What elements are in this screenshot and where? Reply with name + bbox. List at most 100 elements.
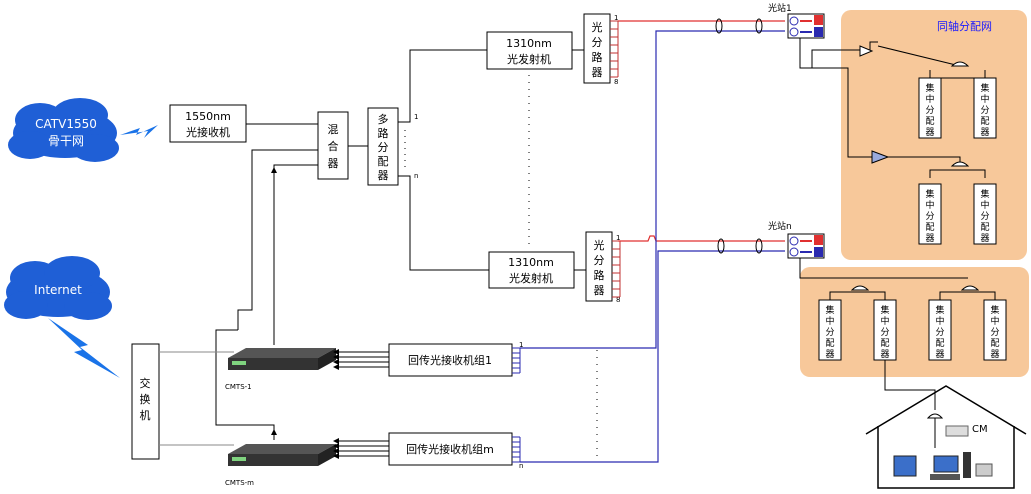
- return-receiver-group1-label: 回传光接收机组1: [408, 353, 492, 367]
- switch-box: [131, 343, 160, 460]
- svg-text:中: 中: [980, 199, 989, 211]
- svg-text:器: 器: [925, 127, 934, 138]
- svg-text:分: 分: [935, 327, 944, 338]
- svg-text:器: 器: [935, 349, 944, 360]
- concentrator-bottom-2: 集 中 分 配 器: [873, 299, 897, 361]
- concentrator-bottom-4: 集 中 分 配 器: [983, 299, 1007, 361]
- return-rx-port-first: 1: [519, 341, 523, 349]
- cmts-m-label: CMTS-m: [225, 479, 254, 487]
- cmts-m-device: CMTS-m: [225, 444, 336, 487]
- return-rx-group1-ports: [512, 347, 521, 374]
- keyboard-icon: [930, 474, 960, 480]
- svg-text:配: 配: [990, 338, 999, 349]
- svg-text:分: 分: [925, 105, 934, 116]
- cmtsm-to-return-rx: [333, 438, 389, 459]
- svg-text:器: 器: [925, 233, 934, 244]
- optical-station-n: 光站n: [768, 220, 825, 259]
- phone-icon: [975, 463, 993, 477]
- return-receiver-groupm-label: 回传光接收机组m: [406, 442, 494, 456]
- multi-splitter-c1: 多: [378, 112, 389, 126]
- svg-text:分: 分: [825, 327, 834, 338]
- transmitter-top-line1: 1310nm: [506, 37, 552, 50]
- svg-text:中: 中: [980, 93, 989, 105]
- return-rx-groupm-ports: [512, 436, 521, 463]
- svg-text:配: 配: [980, 222, 989, 233]
- svg-text:配: 配: [825, 338, 834, 349]
- svg-text:器: 器: [980, 233, 989, 244]
- return-rx-port-last: n: [519, 462, 523, 470]
- optical-splitter-bottom-box: [585, 231, 613, 302]
- coax-wiring-top: [799, 38, 986, 178]
- station-n-label: 光站n: [768, 220, 792, 232]
- splitter-bottom-ports: [612, 240, 621, 298]
- splitter-top-c1: 光: [592, 20, 603, 34]
- switch-c1: 交: [140, 376, 151, 390]
- headend-wiring: [215, 49, 586, 437]
- splitter-bottom-c1: 光: [594, 238, 605, 252]
- catv-cloud-line1: CATV1550: [35, 117, 97, 131]
- svg-text:配: 配: [935, 338, 944, 349]
- splitter-top-ports: [610, 20, 619, 78]
- lightning-icon-internet: [48, 318, 120, 378]
- splitter-bottom-c3: 路: [594, 269, 605, 282]
- home-tap-icon: [926, 413, 944, 419]
- internet-cloud-label: Internet: [34, 283, 82, 297]
- catv-backbone-cloud: CATV1550 骨干网: [8, 98, 119, 162]
- svg-text:器: 器: [825, 349, 834, 360]
- multi-splitter-port-first: 1: [414, 113, 418, 121]
- splitter-top-c2: 分: [592, 36, 603, 49]
- transmitter-bottom-line1: 1310nm: [508, 256, 554, 269]
- lightning-icon-catv: [120, 125, 158, 138]
- receiver-1550-line2: 光接收机: [186, 125, 230, 139]
- switch-c3: 机: [140, 408, 151, 422]
- transmitter-bottom-line2: 光发射机: [509, 271, 553, 285]
- svg-text:配: 配: [925, 222, 934, 233]
- tap-icon-bottom-1: [850, 285, 870, 291]
- splitter-top-port-last: 8: [614, 78, 618, 86]
- multi-splitter-c2: 路: [378, 127, 389, 140]
- cable-modem-icon: [945, 425, 969, 437]
- coax-wiring-bottom: [799, 258, 996, 410]
- tap-icon-top: [950, 61, 970, 67]
- optical-splitter-top-box: [583, 13, 611, 84]
- tap-icon-mid: [950, 161, 970, 167]
- concentrator-top-4: 集 中 分 配 器: [973, 183, 997, 245]
- cmts-1-label: CMTS-1: [225, 383, 252, 391]
- svg-text:分: 分: [990, 327, 999, 338]
- concentrator-top-3: 集 中 分 配 器: [918, 183, 942, 245]
- svg-text:集: 集: [825, 304, 834, 316]
- optical-station-1: 光站1: [768, 2, 825, 39]
- tap-icon-bottom-2: [960, 285, 980, 291]
- cm-label: CM: [972, 424, 988, 435]
- fiber-links: [520, 20, 785, 463]
- switch-c2: 换: [140, 392, 151, 406]
- svg-text:分: 分: [925, 211, 934, 222]
- svg-text:器: 器: [980, 127, 989, 138]
- multi-splitter-c3: 分: [378, 141, 389, 154]
- svg-text:器: 器: [880, 349, 889, 360]
- svg-text:配: 配: [880, 338, 889, 349]
- multi-splitter-port-last: n: [414, 172, 418, 180]
- splitter-bottom-c2: 分: [594, 254, 605, 267]
- splitter-top-c3: 路: [592, 51, 603, 64]
- svg-text:集: 集: [925, 82, 934, 94]
- svg-text:集: 集: [880, 304, 889, 316]
- splitter-bottom-c4: 器: [594, 284, 605, 297]
- svg-text:器: 器: [990, 349, 999, 360]
- coax-network-title: 同轴分配网: [937, 19, 992, 33]
- svg-text:集: 集: [990, 304, 999, 316]
- svg-text:中: 中: [990, 315, 999, 327]
- svg-text:中: 中: [880, 315, 889, 327]
- catv-cloud-line2: 骨干网: [48, 134, 84, 148]
- multi-splitter-c5: 器: [378, 169, 389, 182]
- svg-text:集: 集: [935, 304, 944, 316]
- svg-text:中: 中: [925, 93, 934, 105]
- mixer-c1: 混: [328, 123, 339, 136]
- pc-monitor-icon: [933, 455, 959, 473]
- mixer-c3: 器: [328, 157, 339, 170]
- pc-tower-icon: [963, 452, 971, 478]
- splitter-top-c4: 器: [592, 66, 603, 79]
- internet-cloud: Internet: [4, 256, 112, 320]
